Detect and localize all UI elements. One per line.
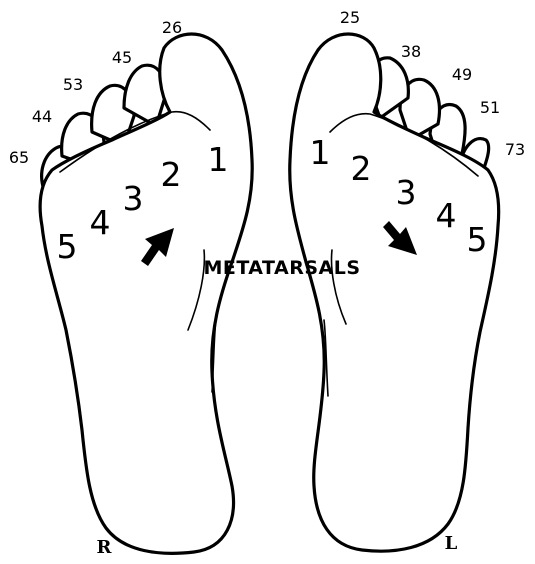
right-metatarsal-number: 1 bbox=[208, 140, 229, 179]
center-label: METATARSALS bbox=[203, 257, 360, 279]
right-foot bbox=[40, 34, 252, 553]
left-toe-number: 38 bbox=[401, 42, 421, 61]
left-metatarsal-number: 3 bbox=[396, 173, 417, 212]
left-side-label: L bbox=[445, 533, 458, 554]
left-metatarsal-number: 4 bbox=[436, 196, 457, 235]
right-toe-number: 53 bbox=[63, 75, 83, 94]
left-metatarsal-number: 2 bbox=[351, 149, 372, 188]
right-side-label: R bbox=[97, 537, 113, 558]
right-toe-number: 44 bbox=[32, 107, 52, 126]
right-metatarsal-number: 4 bbox=[90, 203, 111, 242]
left-toe-number: 25 bbox=[340, 8, 360, 27]
left-toe-number: 73 bbox=[505, 140, 525, 159]
left-foot bbox=[290, 34, 499, 551]
right-metatarsal-number: 2 bbox=[161, 155, 182, 194]
right-toe-number: 45 bbox=[112, 48, 132, 67]
right-toe-number: 65 bbox=[9, 148, 29, 167]
left-toe-number: 49 bbox=[452, 65, 472, 84]
left-toe-number: 51 bbox=[480, 98, 500, 117]
right-metatarsal-number: 3 bbox=[123, 179, 144, 218]
left-metatarsal-number: 1 bbox=[310, 133, 331, 172]
left-metatarsal-number: 5 bbox=[467, 220, 488, 259]
left-foot-outline bbox=[290, 34, 499, 551]
right-metatarsal-number: 5 bbox=[57, 227, 78, 266]
right-toe-number: 26 bbox=[162, 18, 182, 37]
